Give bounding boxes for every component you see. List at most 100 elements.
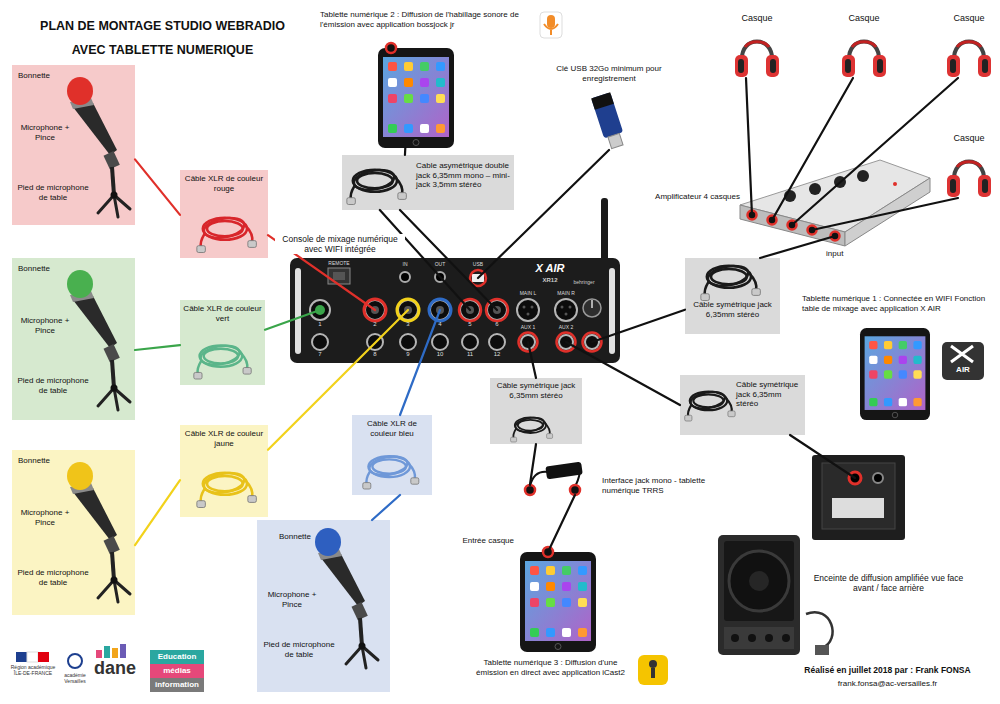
microphone-panel: BonnetteMicrophone + PincePied de microp… [12, 258, 135, 420]
node-text: Pied de microphone de table [259, 640, 339, 659]
node-text: Casque [939, 133, 999, 144]
label-text: 1 [314, 321, 326, 328]
headphone-drawings [735, 42, 991, 198]
headphone: Casque [842, 32, 886, 78]
node-text: Console de mixage numérique avec WIFI in… [275, 234, 405, 254]
cable-wire [372, 495, 400, 520]
label-text: IN [397, 261, 413, 267]
cable-box: Câble XLR de couleur bleu [352, 415, 432, 495]
label-text: MAIN R [551, 290, 581, 296]
cable-wire [135, 159, 180, 214]
cable-wire [790, 435, 855, 478]
microphone-drawings [67, 77, 378, 668]
label-text: AIR [945, 365, 981, 375]
cable-wire [135, 345, 180, 350]
cable-box: Câble XLR de couleur jaune [180, 425, 268, 517]
node-text: Microphone + Pince [16, 508, 74, 527]
cable-wire [566, 342, 680, 405]
label-text: USB [470, 261, 486, 267]
node-text: Bonnette [18, 264, 78, 274]
label-text: 6 [491, 321, 503, 328]
cable-wire [404, 148, 407, 155]
tablet: Entrée casqueTablette numérique 3 : Diff… [520, 552, 596, 652]
node-text: Câble XLR de couleur bleu [355, 419, 429, 438]
microphone-panel: BonnetteMicrophone + PincePied de microp… [12, 65, 135, 225]
label-text: académie Versailles [58, 672, 92, 684]
node-text: Enceinte de diffusion amplifiée vue face… [806, 573, 971, 593]
label-text: 3 [402, 321, 414, 328]
node-text: Câble symétrique jack 6,35mm stéréo [736, 380, 802, 409]
usb-key-drawing [591, 92, 627, 150]
label-text: 7 [312, 351, 328, 358]
node-text: Casque [939, 13, 999, 24]
node-text: Bonnette [18, 71, 78, 81]
cable-wire [772, 78, 853, 220]
headphone: Casque [947, 32, 991, 78]
node-text: Tablette numérique 2 : Diffusion de l'ha… [320, 10, 535, 29]
mixing-console-drawing [290, 198, 620, 363]
label-text: 12 [489, 351, 505, 358]
node-text: Cable asymétrique double jack 6,35mm mon… [416, 161, 511, 190]
cable-coils [194, 167, 761, 507]
mixing-console: Console de mixage numérique avec WIFI in… [290, 258, 620, 363]
label-text: behringer [568, 279, 600, 285]
cable-wire [548, 495, 575, 552]
node-text: input [826, 249, 856, 259]
cable-wire [812, 198, 958, 230]
headphone-amplifier-drawing [740, 160, 930, 246]
headphone: Casque [735, 32, 779, 78]
tablet: Tablette numérique 1 : Connectée en WIFI… [860, 328, 930, 420]
microphone-panel: BonnetteMicrophone + PincePied de microp… [12, 450, 135, 615]
cable-wire [380, 210, 470, 310]
panel-backgrounds [12, 65, 805, 692]
node-text: Tablette numérique 1 : Connectée en WIFI… [802, 294, 994, 313]
headphone: Casque [947, 152, 991, 198]
microphone-panel: BonnetteMicrophone + PincePied de microp… [257, 520, 390, 692]
label-text: 10 [432, 351, 448, 358]
headphone-amplifier: Amplificateur 4 casquesinput [728, 160, 933, 260]
cable-wire [400, 310, 440, 415]
label-text: X AIR [525, 262, 575, 275]
label-text: MAIN L [513, 290, 543, 296]
cable-box: Cable asymétrique double jack 6,35mm mon… [342, 155, 514, 210]
cable-wire [592, 310, 685, 342]
node-text: Câble symétrique jack 6,35mm stéréo [688, 300, 777, 319]
node-text: Câble XLR de couleur rouge [184, 174, 264, 193]
node-text: Câble XLR de couleur vert [183, 304, 262, 323]
node-text: Microphone + Pince [16, 316, 74, 335]
label-text: 11 [462, 351, 478, 358]
node-text: Interface jack mono - tablette numérique… [602, 476, 710, 495]
tablet: Tablette numérique 2 : Diffusion de l'ha… [378, 48, 456, 148]
label-text: frank.fonsa@ac-versailles.fr [780, 679, 995, 689]
cable-wire [760, 236, 835, 258]
node-text: Bonnette [18, 456, 78, 466]
node-text: Casque [834, 13, 894, 24]
label-text: REMOTE [324, 260, 354, 266]
node-text: Amplificateur 4 casques [636, 192, 740, 202]
cable-box: Câble symétrique jack 6,35mm stéréo [490, 378, 582, 444]
node-text: Câble symétrique jack 6,35mm stéréo [493, 381, 579, 400]
node-text: Pied de microphone de table [14, 183, 92, 202]
cable-wire [265, 310, 320, 330]
label-text: Education médias information [150, 650, 204, 692]
node-text: Microphone + Pince [261, 590, 323, 609]
node-text: Pied de microphone de table [14, 568, 92, 587]
speaker-drawing [718, 455, 905, 655]
tablet-interface: Interface jack mono - tablette numérique… [518, 462, 603, 500]
label-text: dane [94, 658, 146, 680]
cable-wire [530, 444, 536, 485]
node-text: Câble XLR de couleur jaune [184, 429, 264, 448]
node-text: Microphone + Pince [16, 123, 74, 142]
label-text: 4 [434, 321, 446, 328]
cable-wire [135, 480, 180, 545]
node-text: Clé USB 32Go minimum pour enregistrement [553, 64, 665, 83]
diagram-title: PLAN DE MONTAGE STUDIO WEBRADIO AVEC TAB… [25, 14, 300, 62]
cable-box: Câble symétrique jack 6,35mm stéréo [685, 258, 780, 334]
node-text: Bonnette [265, 532, 325, 542]
cable-wire [746, 78, 752, 215]
cable-box: Câble symétrique jack 6,35mm stéréo [680, 375, 805, 435]
node-text: Pied de microphone de table [14, 376, 92, 395]
cable-wire [528, 342, 536, 378]
speaker: Enceinte de diffusion amplifiée vue face… [715, 455, 970, 660]
